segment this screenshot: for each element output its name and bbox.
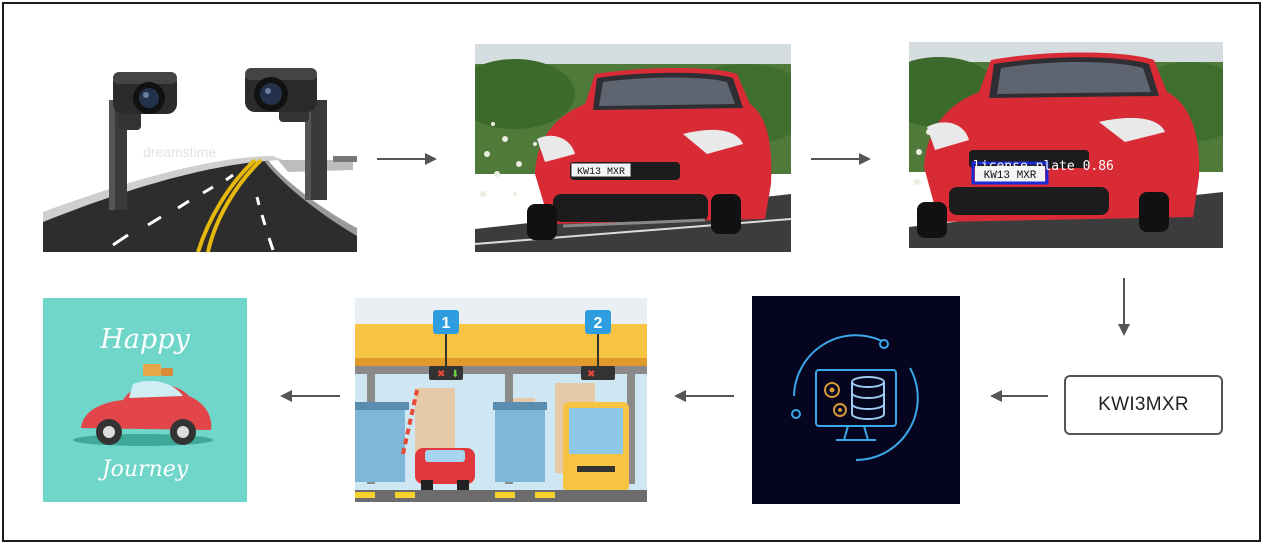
database-gear-icon	[752, 296, 960, 504]
svg-text:✖: ✖	[587, 369, 595, 380]
detected-plate-photo: KW13 MXR license-plate 0.86	[909, 42, 1223, 248]
greeting-journey: Journey	[98, 457, 189, 482]
vintage-car-icon: Happy Journey	[43, 298, 247, 502]
toll-booth-icon: 1 2 ✖ ⬇ ✖	[355, 298, 647, 502]
detection-bounding-box	[971, 161, 1049, 185]
license-plate-text: KW13 MXR	[577, 167, 625, 178]
svg-text:⬇: ⬇	[451, 369, 459, 380]
arrow-photo-to-detection	[811, 151, 873, 167]
detected-plate-text: KW13 MXR	[984, 170, 1037, 182]
arrow-cameras-to-photo	[377, 151, 439, 167]
arrow-text-to-database	[988, 388, 1048, 404]
detection-label: license-plate 0.86	[973, 159, 1114, 174]
greeting-happy: Happy	[99, 324, 190, 355]
happy-journey-illustration: Happy Journey	[43, 298, 247, 502]
arrow-database-to-toll	[672, 388, 734, 404]
car-photo: KW13 MXR	[475, 44, 791, 252]
svg-text:✖: ✖	[437, 369, 445, 380]
watermark-text: dreamstime	[143, 144, 216, 160]
cctv-camera-icon: dreamstime	[43, 60, 357, 252]
toll-lane-2-sign: 2	[594, 315, 603, 332]
toll-booth-illustration: 1 2 ✖ ⬇ ✖	[355, 298, 647, 502]
recognized-plate-text: KWI3MXR	[1098, 394, 1189, 415]
arrow-detection-to-text	[1116, 278, 1132, 338]
recognized-plate-box: KWI3MXR	[1064, 375, 1223, 435]
arrow-toll-to-journey	[278, 388, 340, 404]
toll-lane-1-sign: 1	[442, 315, 451, 332]
database-panel	[752, 296, 960, 504]
cctv-road-image: dreamstime	[43, 60, 357, 252]
